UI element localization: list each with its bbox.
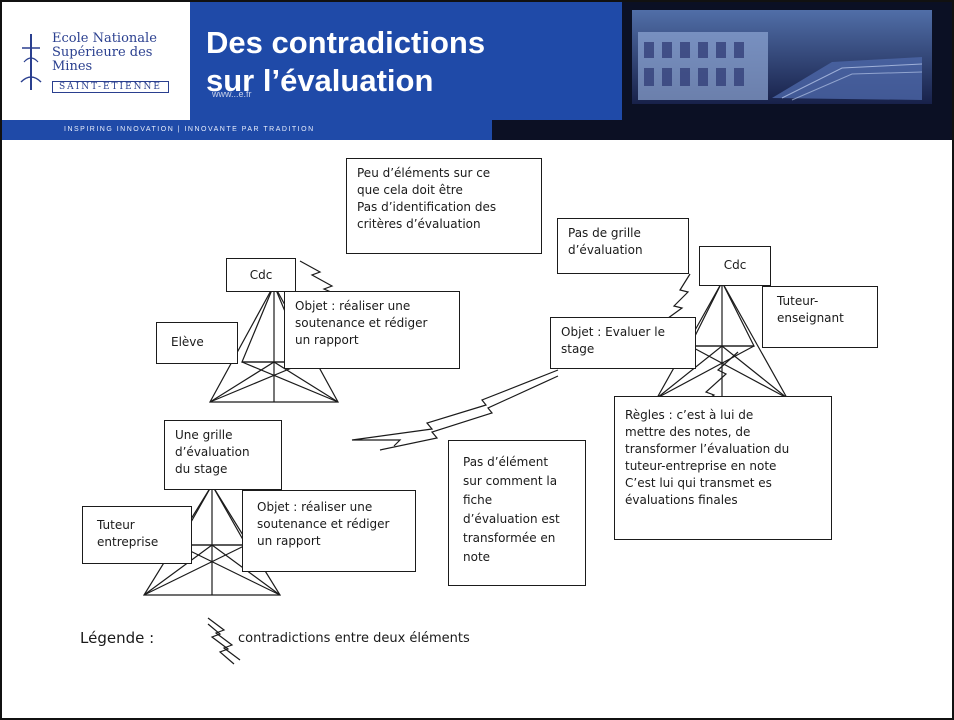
objet-line: stage [561,342,595,356]
school-logo: Ecole Nationale Supérieure des Mines SAI… [2,2,190,120]
title-block: Des contradictions sur l’évaluation www.… [190,2,622,120]
tuteur-entreprise-line: entreprise [97,535,159,549]
pas-element-line: d’évaluation est [463,512,560,526]
cdc-right-label: Cdc [723,258,747,272]
note-peu-elements: Peu d’éléments sur ce que cela doit être… [346,158,542,254]
note-line: d’évaluation [568,243,643,257]
objet-line: Objet : Evaluer le [561,325,665,339]
tuteur-line: Tuteur- [777,294,819,308]
pas-element-line: sur comment la [463,474,558,488]
note-pas-de-grille: Pas de grille d’évaluation [557,218,689,274]
tuteur-line: enseignant [777,311,844,325]
logo-line-3: SAINT-ETIENNE [52,81,169,93]
objet-line: Objet : réaliser une [295,299,411,313]
cdc-left-label: Cdc [249,268,273,282]
header: Ecole Nationale Supérieure des Mines SAI… [2,2,952,140]
objet-line: un rapport [295,333,359,347]
regles-line: évaluations finales [625,493,738,507]
objet-left: Objet : réaliser une soutenance et rédig… [284,291,460,369]
title-line-1: Des contradictions [206,25,486,60]
note-line: Pas de grille [568,226,641,240]
regles-line: mettre des notes, de [625,425,751,439]
cdc-left: Cdc [226,258,296,292]
building-photo [622,2,952,120]
banner-dark-strip [492,120,952,140]
regles-line: tuteur-entreprise en note [625,459,777,473]
lightning-grid-objet [663,273,691,322]
tagline-banner: INSPIRING INNOVATION | INNOVANTE PAR TRA… [2,120,492,140]
objet-bottom: Objet : réaliser une soutenance et rédig… [242,490,416,572]
pas-element-line: fiche [463,493,493,507]
pas-element-line: note [463,550,491,564]
logo-line-1: Ecole Nationale [52,31,157,46]
crest-icon [20,34,42,90]
pas-element-line: Pas d’élément [463,455,549,469]
lightning-cdc-objet [299,260,346,299]
note-pas-element: Pas d’élément sur comment la fiche d’éva… [448,440,586,586]
grille-line: d’évaluation [175,445,250,459]
tuteur-enseignant: Tuteur- enseignant [762,286,878,348]
note-line: que cela doit être [357,183,463,197]
eleve-label: Elève [171,335,204,349]
tuteur-entreprise: Tuteur entreprise [82,506,192,564]
legend-text: contradictions entre deux éléments [238,631,470,646]
watermark: www...e.fr [212,89,252,99]
note-line: Pas d’identification des [357,200,497,214]
lightning-objet-eleve [351,369,559,447]
objet-line: soutenance et rédiger [257,517,390,531]
legend-label: Légende : [80,629,155,647]
page-title: Des contradictions sur l’évaluation [206,24,626,100]
tuteur-entreprise-line: Tuteur [97,518,135,532]
regles-line: transformer l’évaluation du [625,442,790,456]
objet-line: Objet : réaliser une [257,500,373,514]
objet-middle: Objet : Evaluer le stage [550,317,696,369]
activity-diagram: Peu d’éléments sur ce que cela doit être… [2,140,952,718]
legend-lightning-icon [207,617,241,665]
note-line: critères d’évaluation [357,217,481,231]
cdc-right: Cdc [699,246,771,286]
regles: Règles : c’est à lui de mettre des notes… [614,396,832,540]
grille-line: Une grille [175,428,233,442]
regles-line: C’est lui qui transmet es [625,476,772,490]
note-line: Peu d’éléments sur ce [357,166,491,180]
logo-line-2: Supérieure des Mines [52,45,153,74]
eleve: Elève [156,322,238,364]
grille-evaluation: Une grille d’évaluation du stage [164,420,282,490]
pas-element-line: transformée en [463,531,556,545]
objet-line: un rapport [257,534,321,548]
grille-line: du stage [175,462,228,476]
objet-line: soutenance et rédiger [295,316,428,330]
title-line-2: sur l’évaluation [206,63,434,98]
regles-line: Règles : c’est à lui de [625,408,754,422]
